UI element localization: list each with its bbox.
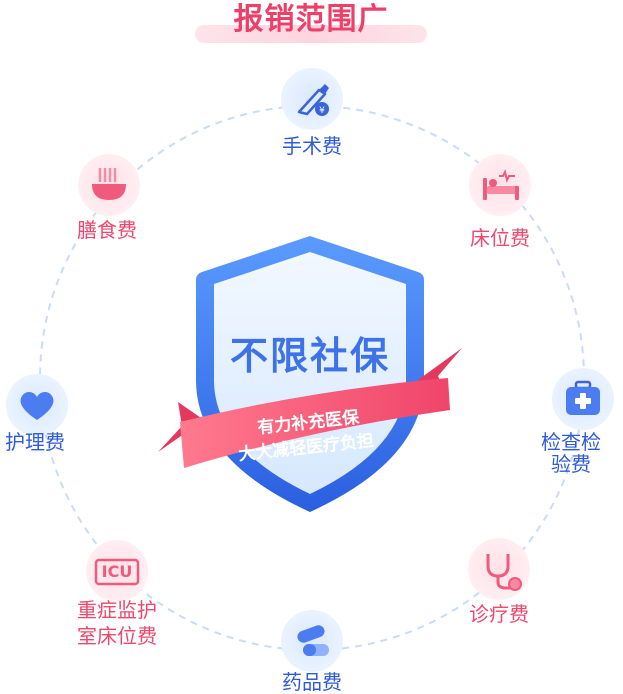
- scalpel-icon: ¥: [297, 84, 329, 116]
- bed-label: 床位费: [470, 226, 530, 250]
- title-block: 报销范围广: [195, 0, 427, 48]
- surgery-label: 手术费: [282, 134, 342, 158]
- icu-icon-text: ICU: [101, 562, 133, 581]
- shield-graphic: [158, 236, 462, 512]
- icu-icon: [94, 558, 140, 586]
- pill-icon: [297, 625, 329, 656]
- page-title: 报销范围广: [233, 2, 389, 37]
- shield-badge: 不限社保 有力补充医保 大大减轻医疗负担: [150, 230, 470, 520]
- nursing-label: 护理费: [5, 430, 65, 454]
- icu-label-line2: 室床位费: [77, 624, 157, 648]
- medicine-label: 药品费: [282, 670, 342, 694]
- exam-label-line1: 检查检: [541, 430, 601, 454]
- stethoscope-icon: [486, 554, 522, 591]
- meal-label: 膳食费: [77, 218, 137, 242]
- title-underline: [195, 25, 427, 43]
- heart-icon: [20, 391, 54, 420]
- hospital-bed-icon: [483, 169, 519, 200]
- svg-text:¥: ¥: [319, 106, 325, 116]
- exam-label-line2: 验费: [551, 452, 591, 476]
- medical-kit-icon: [566, 380, 600, 415]
- consult-label: 诊疗费: [469, 602, 529, 626]
- shield-main-text: 不限社保: [229, 334, 390, 378]
- noodle-bowl-icon: [92, 168, 126, 200]
- icu-label-line1: 重症监护: [77, 598, 157, 622]
